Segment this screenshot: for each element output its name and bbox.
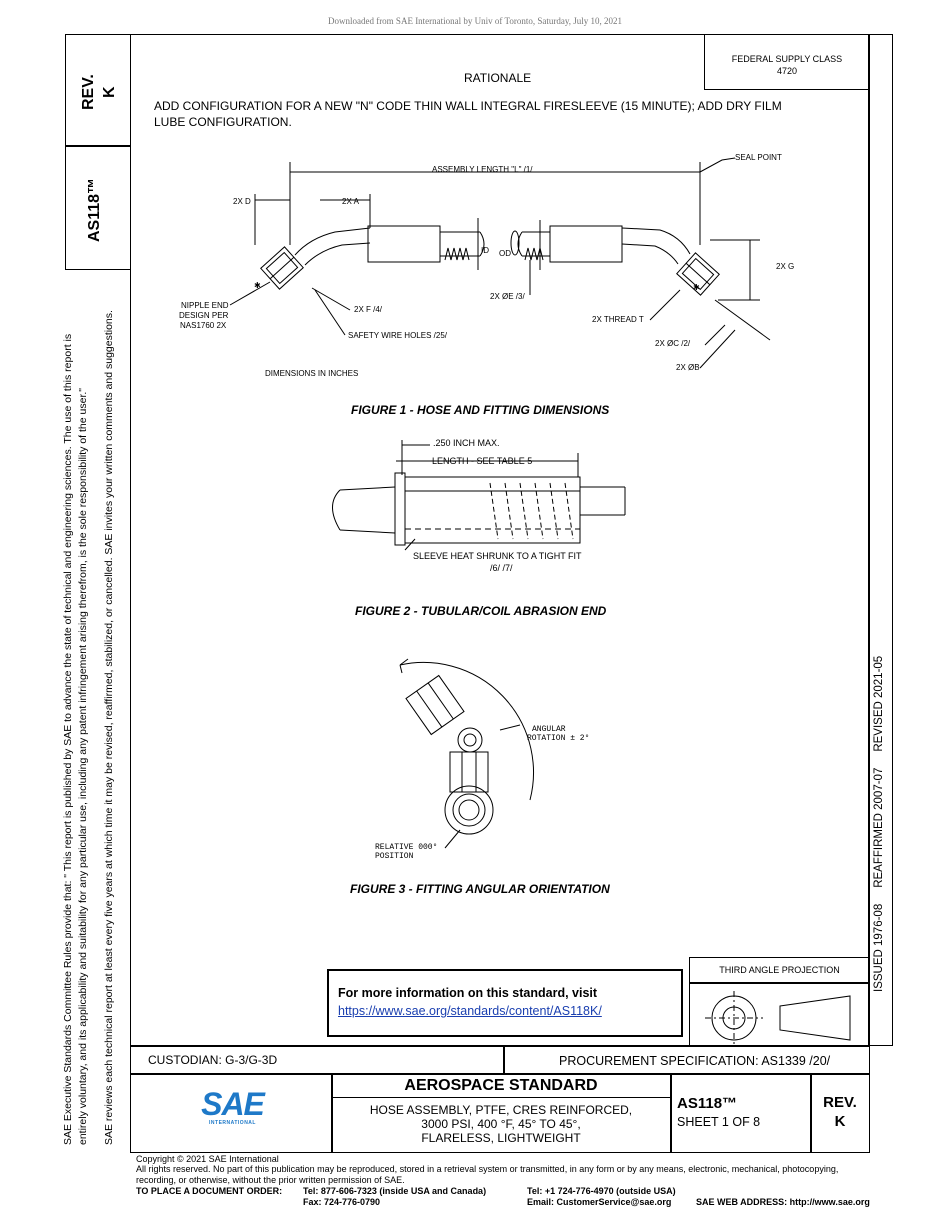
sheet-number: SHEET 1 OF 8 bbox=[677, 1115, 761, 1129]
title-line-2: 3000 PSI, 400 °F, 45° TO 45°, bbox=[421, 1117, 581, 1131]
projection-divider bbox=[689, 982, 870, 984]
rationale-text-line2: LUBE CONFIGURATION. bbox=[154, 115, 292, 129]
figure2-drawing bbox=[332, 440, 626, 551]
title-block-divider-v3 bbox=[670, 1073, 672, 1153]
fig1-b-label: 2X ØB bbox=[676, 363, 700, 372]
fig2-sleeve-label: SLEEVE HEAT SHRUNK TO A TIGHT FIT bbox=[413, 551, 582, 561]
notice-line-1: SAE Executive Standards Committee Rules … bbox=[62, 333, 74, 1145]
fig3-angular-label-1: ANGULAR bbox=[532, 725, 566, 734]
supply-class-value: 4720 bbox=[776, 66, 798, 76]
rev-value-vertical: K bbox=[101, 86, 118, 98]
notice-line-2: entirely voluntary, and its applicabilit… bbox=[77, 387, 89, 1145]
rights-line-1: All rights reserved. No part of this pub… bbox=[136, 1164, 839, 1174]
notice-line-3: SAE reviews each technical report at lea… bbox=[103, 310, 115, 1145]
title-line-1: HOSE ASSEMBLY, PTFE, CRES REINFORCED, bbox=[369, 1103, 633, 1117]
left-divider bbox=[65, 145, 131, 147]
sae-logo-text: SAE bbox=[201, 1086, 265, 1122]
title-block-divider-v4 bbox=[810, 1073, 812, 1153]
web-address[interactable]: SAE WEB ADDRESS: http://www.sae.org bbox=[696, 1197, 870, 1207]
title-rev-value: K bbox=[834, 1113, 846, 1130]
title-block-divider-h bbox=[130, 1073, 870, 1075]
fig1-nipple-label-3: NAS1760 2X bbox=[180, 321, 227, 330]
info-box-link[interactable]: https://www.sae.org/standards/content/AS… bbox=[338, 1004, 602, 1018]
procurement-spec: PROCUREMENT SPECIFICATION: AS1339 /20/ bbox=[559, 1054, 831, 1068]
fax: Fax: 724-776-0790 bbox=[303, 1197, 381, 1207]
svg-text:✱: ✱ bbox=[693, 283, 700, 292]
fig3-angular-label-2: ROTATION ± 2° bbox=[527, 734, 590, 743]
supply-class-label: FEDERAL SUPPLY CLASS bbox=[731, 54, 843, 64]
projection-symbol bbox=[705, 991, 851, 1044]
main-frame bbox=[130, 34, 870, 1046]
svg-text:✱: ✱ bbox=[254, 281, 261, 290]
standard-type: AEROSPACE STANDARD bbox=[404, 1077, 598, 1094]
info-box-text: For more information on this standard, v… bbox=[338, 986, 598, 1000]
figure3-drawing bbox=[399, 658, 534, 849]
rationale-text-line1: ADD CONFIGURATION FOR A NEW "N" CODE THI… bbox=[154, 99, 782, 113]
sae-logo: SAE INTERNATIONAL bbox=[195, 1088, 270, 1126]
fig1-nipple-label-2: DESIGN PER bbox=[179, 311, 229, 320]
fig1-d-label: 2X D bbox=[233, 197, 251, 206]
rationale-title: RATIONALE bbox=[464, 71, 532, 85]
fig1-a-label: 2X A bbox=[342, 197, 359, 206]
title-block-frame bbox=[130, 1046, 870, 1153]
fig1-f-label: 2X F /4/ bbox=[354, 305, 383, 314]
fig3-relative-label-1: RELATIVE 000° bbox=[375, 843, 438, 852]
title-line-3: FLARELESS, LIGHTWEIGHT bbox=[421, 1131, 581, 1145]
figure3-caption: FIGURE 3 - FITTING ANGULAR ORIENTATION bbox=[350, 882, 610, 896]
fig1-id-label: ID bbox=[481, 246, 489, 255]
order-label: TO PLACE A DOCUMENT ORDER: bbox=[136, 1186, 283, 1196]
fig1-assembly-length-label: ASSEMBLY LENGTH "L" /1/ bbox=[432, 165, 533, 174]
revision-dates: ISSUED 1976-08 REAFFIRMED 2007-07 REVISE… bbox=[873, 655, 885, 992]
right-panel-frame bbox=[868, 34, 893, 1046]
fig1-seal-point-label: SEAL POINT bbox=[735, 153, 782, 162]
title-rev-label: REV. bbox=[823, 1094, 857, 1111]
rights-line-2: recording, or otherwise, without the pri… bbox=[136, 1175, 405, 1185]
fig1-e-label: 2X ØE /3/ bbox=[490, 292, 525, 301]
figure2-caption: FIGURE 2 - TUBULAR/COIL ABRASION END bbox=[355, 604, 607, 618]
title-doc-number: AS118™ bbox=[677, 1095, 738, 1112]
fig2-max-label: .250 INCH MAX. bbox=[433, 438, 500, 448]
left-panel-frame bbox=[65, 34, 131, 270]
download-note: Downloaded from SAE International by Uni… bbox=[327, 16, 623, 26]
fig2-notes-label: /6/ /7/ bbox=[490, 563, 513, 573]
fig1-safety-label: SAFETY WIRE HOLES /25/ bbox=[348, 331, 447, 340]
fig1-c-label: 2X ØC /2/ bbox=[655, 339, 691, 348]
projection-label: THIRD ANGLE PROJECTION bbox=[719, 965, 840, 975]
fig1-dimensions-label: DIMENSIONS IN INCHES bbox=[265, 369, 359, 378]
custodian: CUSTODIAN: G-3/G-3D bbox=[148, 1053, 278, 1067]
standard-type-underline bbox=[331, 1097, 671, 1098]
title-block-divider-v1 bbox=[503, 1046, 505, 1074]
fig1-od-label: OD bbox=[499, 249, 511, 258]
supply-class-box bbox=[704, 34, 870, 90]
tel-inside-usa: Tel: 877-606-7323 (inside USA and Canada… bbox=[303, 1186, 487, 1196]
figure1-caption: FIGURE 1 - HOSE AND FITTING DIMENSIONS bbox=[351, 403, 610, 417]
doc-number-vertical: AS118™ bbox=[86, 177, 103, 242]
rev-label-vertical: REV. bbox=[80, 74, 97, 110]
fig1-g-label: 2X G bbox=[776, 262, 795, 271]
sae-logo-sub: INTERNATIONAL bbox=[209, 1120, 256, 1126]
fig1-thread-label: 2X THREAD T bbox=[592, 315, 644, 324]
email[interactable]: Email: CustomerService@sae.org bbox=[527, 1197, 672, 1207]
figure1-drawing: ✱ ✱ bbox=[229, 157, 771, 369]
title-block-divider-v2 bbox=[331, 1073, 333, 1153]
tel-outside-usa: Tel: +1 724-776-4970 (outside USA) bbox=[527, 1186, 676, 1196]
fig1-nipple-label-1: NIPPLE END bbox=[181, 301, 229, 310]
fig3-relative-label-2: POSITION bbox=[375, 852, 414, 861]
info-box bbox=[327, 969, 683, 1037]
copyright: Copyright © 2021 SAE International bbox=[136, 1154, 279, 1164]
fig2-length-label: LENGTH - SEE TABLE 5 bbox=[432, 456, 533, 466]
